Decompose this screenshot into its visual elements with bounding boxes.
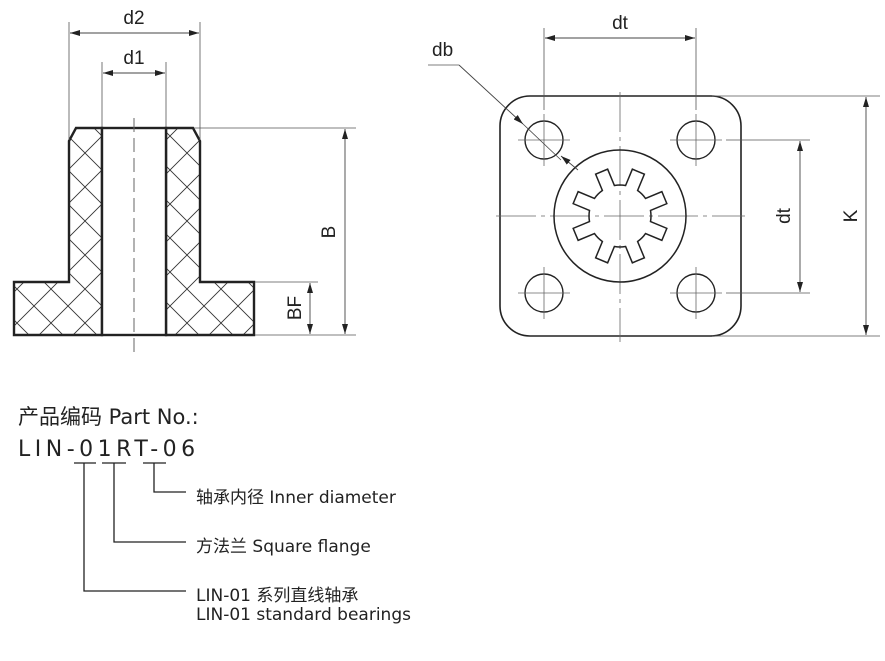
part-number-title: 产品编码 Part No.: bbox=[18, 405, 199, 429]
segment-square-flange: 方法兰 Square flange bbox=[196, 537, 371, 557]
spline-bore bbox=[572, 168, 668, 264]
hub-circle bbox=[553, 149, 687, 283]
bf-label: BF bbox=[285, 296, 306, 320]
segment-series-cn: LIN-01 系列直线轴承 bbox=[196, 586, 359, 606]
dt-right-label: dt bbox=[774, 207, 795, 224]
db-leader bbox=[458, 64, 524, 125]
d1-label: d1 bbox=[123, 48, 144, 69]
bearing-section-left bbox=[12, 126, 104, 337]
dt-top-label: dt bbox=[612, 13, 629, 34]
part-number-code: LIN-01RT-06 bbox=[18, 437, 200, 462]
k-label: K bbox=[841, 209, 862, 222]
db-label: db bbox=[432, 40, 453, 61]
b-label: B bbox=[319, 226, 340, 239]
part-number-leaders bbox=[74, 462, 186, 592]
d2-label: d2 bbox=[123, 8, 144, 29]
bearing-section-right bbox=[164, 126, 256, 337]
segment-series-en: LIN-01 standard bearings bbox=[196, 605, 411, 625]
front-view: dt db dt K bbox=[428, 13, 880, 342]
segment-inner-diameter: 轴承内径 Inner diameter bbox=[196, 488, 396, 508]
side-view: d2 d1 B BF bbox=[12, 8, 356, 355]
